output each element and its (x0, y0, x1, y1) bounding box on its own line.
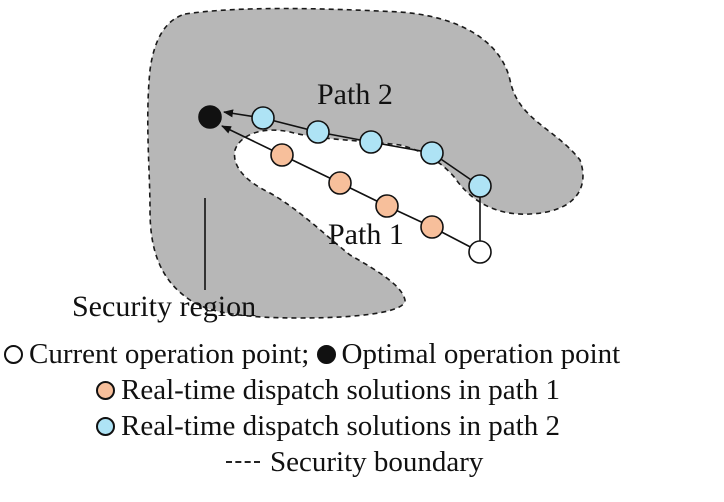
blue-circle-icon (96, 416, 115, 436)
path1-solution-point (375, 194, 399, 218)
white-circle-icon (4, 344, 23, 364)
legend-current-point: Current operation point; (29, 337, 310, 370)
black-circle-icon (316, 344, 336, 364)
path2-solution-point (420, 141, 444, 165)
path1-solution-point (270, 143, 294, 167)
current-operation-point (468, 240, 492, 264)
path1-solution-point (420, 215, 444, 239)
legend-row-points: Current operation point; Optimal operati… (4, 336, 620, 372)
path2-solution-point (306, 120, 330, 144)
path2-label: Path 2 (317, 78, 393, 111)
security-region-diagram: Path 2 Path 1 Security region (72, 7, 584, 323)
path1-label: Path 1 (328, 218, 404, 251)
optimal-operation-point (198, 105, 222, 129)
orange-circle-icon (96, 380, 115, 400)
path2-solution-point (468, 174, 492, 198)
legend-row-boundary: Security boundary (226, 444, 483, 480)
security-region-shape (146, 7, 584, 319)
dashed-line-icon (226, 461, 260, 463)
path2-solution-point (251, 106, 275, 130)
legend-path2-solutions: Real-time dispatch solutions in path 2 (121, 409, 560, 442)
path2-solution-point (359, 130, 383, 154)
legend-row-path1: Real-time dispatch solutions in path 1 (96, 372, 560, 408)
security-region-label: Security region (72, 290, 256, 323)
legend-path1-solutions: Real-time dispatch solutions in path 1 (121, 373, 560, 406)
legend-optimal-point: Optimal operation point (341, 337, 621, 370)
legend-row-path2: Real-time dispatch solutions in path 2 (96, 408, 560, 444)
legend-security-boundary: Security boundary (270, 445, 484, 478)
path1-solution-point (328, 171, 352, 195)
